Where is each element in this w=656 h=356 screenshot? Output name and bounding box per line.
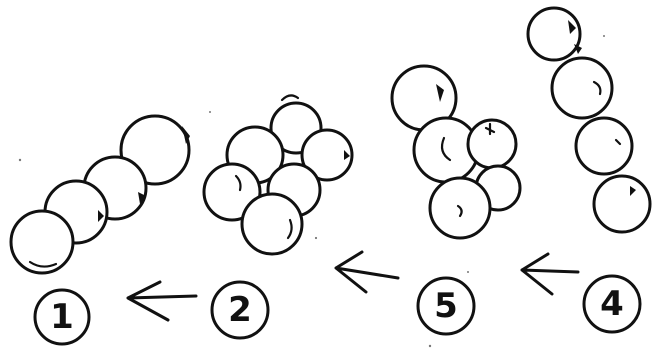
cell (466, 118, 518, 170)
stage-label-2: 2 (210, 280, 270, 340)
arrow-2-to-1 (126, 280, 198, 322)
cell-cluster-3 (390, 64, 522, 240)
stage-label-3-text: 5 (434, 286, 458, 326)
cell-cluster-4 (526, 6, 652, 234)
cell (300, 128, 354, 182)
stage-label-4-text: 4 (600, 284, 624, 324)
cell (526, 6, 582, 62)
stage-label-1-text: 1 (50, 297, 74, 337)
cell (574, 116, 634, 176)
cell-cluster-2 (202, 94, 354, 256)
cell (550, 56, 614, 120)
cell (240, 192, 304, 256)
cell (9, 209, 75, 275)
stage-label-3: 5 (416, 276, 476, 336)
arrow-4-to-3 (520, 252, 580, 296)
cell (592, 174, 652, 234)
stage-label-1: 1 (33, 288, 91, 346)
arrow-3-to-2 (334, 250, 400, 294)
cell-cluster-1 (9, 114, 191, 275)
stage-label-4: 4 (582, 274, 642, 334)
cell (202, 162, 262, 222)
stage-label-2-text: 2 (228, 290, 252, 330)
